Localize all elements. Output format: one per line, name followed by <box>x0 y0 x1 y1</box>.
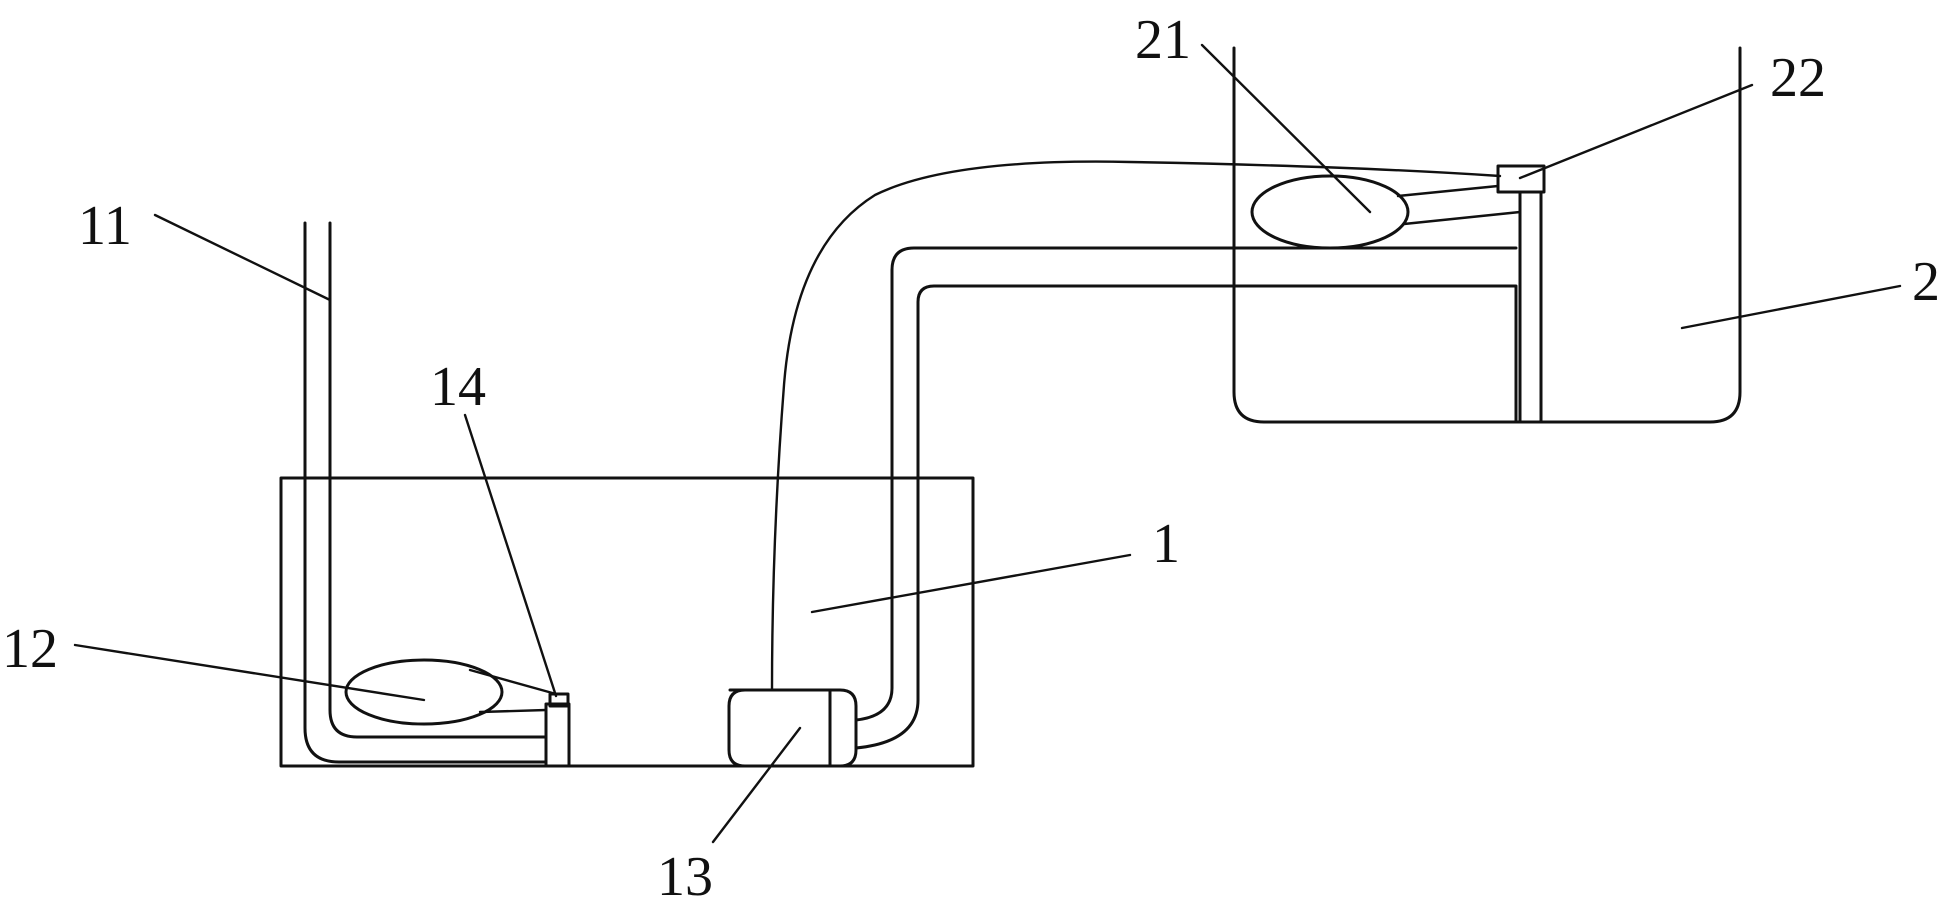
left-valve-post <box>544 702 571 768</box>
leader-22 <box>1518 83 1754 180</box>
label-22: 22 <box>1770 47 1826 109</box>
leader-11 <box>153 213 332 302</box>
label-12: 12 <box>2 618 58 680</box>
label-11: 11 <box>78 195 132 257</box>
lower-tank <box>279 476 975 768</box>
right-valve <box>1496 164 1546 194</box>
leader-21 <box>1200 43 1372 214</box>
label-2: 2 <box>1912 251 1940 313</box>
right-float-rod <box>1396 184 1522 226</box>
leader-1 <box>810 553 1132 614</box>
left-pipe-inner <box>328 221 548 739</box>
outlet-pipe-outer <box>854 284 1518 750</box>
left-valve <box>548 692 570 708</box>
left-pipe <box>303 221 548 764</box>
leader-2 <box>1680 284 1902 330</box>
pump <box>727 688 858 768</box>
upper-tank <box>1232 46 1742 424</box>
label-13: 13 <box>657 846 713 900</box>
label-1: 1 <box>1152 513 1180 575</box>
left-float <box>344 658 504 726</box>
right-valve-post <box>1518 190 1543 424</box>
label-21: 21 <box>1135 9 1191 71</box>
hose <box>770 160 1502 692</box>
right-float <box>1250 174 1410 250</box>
leader-14 <box>463 413 558 698</box>
label-14: 14 <box>430 356 486 418</box>
left-float-rod <box>468 668 558 714</box>
leader-13 <box>711 726 802 844</box>
outlet-pipe-inner <box>854 246 1518 722</box>
leader-12 <box>73 643 426 702</box>
